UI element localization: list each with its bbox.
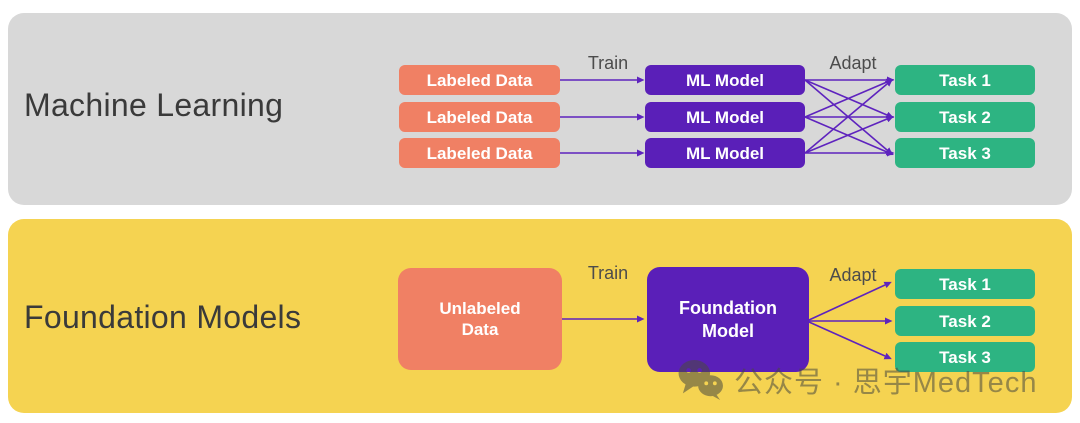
adapt-label: Adapt — [829, 265, 877, 285]
task-box: Task 3 — [895, 342, 1035, 372]
panel-machine-learning: Machine Learning Labeled Data Labeled Da… — [8, 13, 1072, 205]
train-label: Train — [587, 53, 629, 73]
unlabeled-data-label: Unlabeled Data — [439, 299, 521, 339]
adapt-label: Adapt — [829, 53, 877, 73]
watermark-text: 公众号 · 思宇MedTech — [734, 367, 1038, 399]
task-box: Task 2 — [895, 102, 1035, 132]
unlabeled-data-box: Unlabeled Data — [398, 268, 562, 370]
task-box: Task 2 — [895, 306, 1035, 336]
labeled-data-box: Labeled Data — [399, 102, 560, 132]
task-box: Task 1 — [895, 65, 1035, 95]
foundation-model-label: Foundation Model — [679, 297, 777, 341]
foundation-model-box: Foundation Model — [647, 267, 809, 372]
labeled-data-box: Labeled Data — [399, 65, 560, 95]
labeled-data-box: Labeled Data — [399, 138, 560, 168]
train-label: Train — [587, 263, 629, 283]
wechat-icon — [678, 359, 724, 401]
watermark: 公众号 · 思宇MedTech — [678, 357, 1037, 403]
panel-foundation-models: Foundation Models Unlabeled Data Foundat… — [8, 219, 1072, 413]
ml-model-box: ML Model — [645, 102, 805, 132]
task-box: Task 3 — [895, 138, 1035, 168]
ml-model-box: ML Model — [645, 138, 805, 168]
machine-learning-title: Machine Learning — [24, 87, 284, 123]
task-box: Task 1 — [895, 269, 1035, 299]
foundation-models-title: Foundation Models — [24, 299, 302, 335]
ml-model-box: ML Model — [645, 65, 805, 95]
